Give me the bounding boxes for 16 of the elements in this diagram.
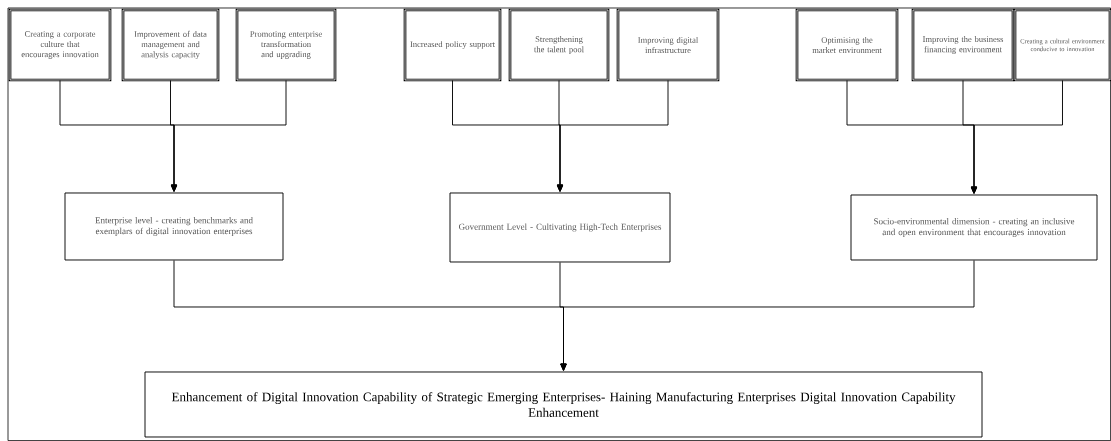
goal-box: Improvement of data management and analysis capacity xyxy=(121,8,220,82)
connector-arrow xyxy=(560,260,975,371)
connector-arrow xyxy=(556,80,669,192)
connector-arrow xyxy=(170,80,287,192)
level-box: Socio-environmental dimension - creating an inclusive and open environment that encourages innovation xyxy=(850,194,1098,261)
goal-box: Optimising the market environment xyxy=(795,8,899,82)
goal-box: Improving digital infrastructure xyxy=(616,8,720,82)
goal-box: Promoting enterprise transformation and upgrading xyxy=(235,8,337,82)
result-box: Enhancement of Digital Innovation Capability of Strategic Emerging Enterprises- Haining Manufacturing Enterprises Digital Innovation Capability Enhancement xyxy=(144,371,983,438)
goal-box: Creating a corporate culture that encourages innovation xyxy=(8,8,112,82)
level-box: Government Level - Cultivating High-Tech Enterprises xyxy=(449,192,671,263)
connector-arrow xyxy=(970,80,1063,194)
goal-box: Strengthening the talent pool xyxy=(508,8,610,82)
goal-box: Improving the business financing environment xyxy=(911,8,1015,82)
goal-box: Increased policy support xyxy=(403,8,502,82)
level-box: Enterprise level - creating benchmarks and exemplars of digital innovation enterprises xyxy=(64,192,284,261)
